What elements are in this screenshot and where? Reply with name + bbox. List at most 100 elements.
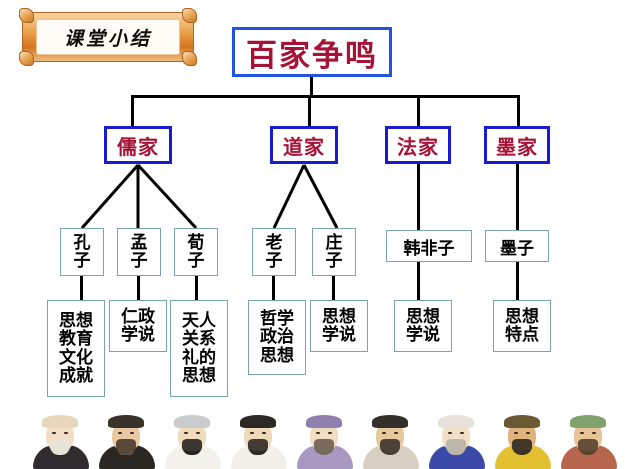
- philosopher-8-beard: [512, 439, 532, 455]
- connector-laozi-leaf: [272, 276, 275, 300]
- connector-mojia-mozi: [516, 164, 519, 230]
- philosopher-illustration-strip: [0, 413, 627, 469]
- connector-to-school-1: [131, 95, 134, 127]
- philosopher-4-figure: [228, 415, 290, 469]
- leaf-7-line-2: 特点: [505, 325, 539, 345]
- person-label-xunzi-line-1: 荀: [187, 232, 205, 253]
- connector-rujia-xunzi: [136, 163, 198, 230]
- root-node-label: 百家争鸣: [246, 37, 378, 74]
- philosopher-7-beard: [446, 439, 466, 455]
- person-node-xunzi: 荀 子: [174, 228, 218, 276]
- leaf-6-line-1: 思想: [406, 306, 440, 327]
- school-node-label-2: 道家: [283, 134, 325, 159]
- leaf-node-zhexue-zhengzhi-sixiang: 哲学 政治 思想: [248, 300, 306, 375]
- connector-zhuangzi-leaf: [332, 276, 335, 300]
- leaf-2-line-2: 学说: [121, 325, 155, 345]
- philosopher-2-beard: [116, 439, 136, 455]
- person-node-kongzi: 孔 子: [60, 228, 104, 276]
- connector-daojia-zhuangzi: [302, 164, 339, 229]
- leaf-node-sixiang-jiaoyu-wenhua-chengjiu: 思想 教育 文化 成就: [47, 300, 105, 397]
- philosopher-1-eye-left: [52, 432, 56, 434]
- philosopher-8-eye-left: [514, 432, 518, 434]
- banner-scroll-frame: 课堂小结: [19, 8, 197, 66]
- philosopher-9-eye-right: [592, 432, 596, 434]
- leaf-4-line-1: 哲学: [260, 309, 294, 330]
- philosopher-6-eye-right: [394, 432, 398, 434]
- connector-daojia-laozi: [272, 164, 306, 229]
- philosopher-7-headwear: [438, 415, 474, 428]
- person-label-xunzi-line-2: 子: [187, 251, 205, 271]
- philosopher-5-beard: [314, 439, 334, 455]
- school-node-mojia: 墨家: [484, 126, 550, 164]
- person-label-zhuangzi-line-1: 庄: [325, 232, 343, 253]
- leaf-node-sixiang-xueshuo-daojia: 思想 学说: [310, 300, 368, 352]
- school-node-label-4: 墨家: [496, 134, 538, 159]
- philosopher-8-headwear: [504, 415, 540, 428]
- philosopher-7-eye-right: [460, 432, 464, 434]
- school-node-rujia: 儒家: [104, 126, 172, 164]
- connector-xunzi-leaf: [195, 276, 198, 300]
- leaf-node-tianren-guanxi-lide-sixiang: 天人 关系 礼的 思想: [170, 300, 228, 397]
- philosopher-2-eye-left: [118, 432, 122, 434]
- philosopher-5-eye-right: [328, 432, 332, 434]
- connector-to-school-2: [308, 95, 311, 127]
- philosopher-4-beard: [248, 439, 268, 455]
- person-node-mozi: 墨子: [485, 230, 549, 262]
- philosopher-4-eye-left: [250, 432, 254, 434]
- connector-root-bus: [131, 95, 520, 98]
- leaf-3-line-1: 天人: [182, 311, 216, 332]
- connector-hanfeizi-leaf: [417, 262, 420, 300]
- philosopher-1-figure: [30, 415, 92, 469]
- philosopher-3-beard: [182, 439, 202, 455]
- leaf-4-line-3: 思想: [260, 345, 294, 366]
- person-node-hanfeizi: 韩非子: [386, 230, 472, 262]
- connector-mozi-leaf: [516, 262, 519, 300]
- person-label-zhuangzi-line-2: 子: [325, 251, 343, 271]
- connector-fajia-hanfeizi: [417, 164, 420, 230]
- person-label-hanfeizi: 韩非子: [403, 238, 455, 259]
- connector-mengzi-leaf: [137, 276, 140, 300]
- philosopher-4-headwear: [240, 415, 276, 428]
- connector-rujia-kongzi: [80, 164, 140, 229]
- person-label-laozi-line-2: 子: [265, 251, 283, 271]
- person-label-mengzi-line-2: 子: [130, 251, 148, 271]
- philosopher-9-headwear: [570, 415, 606, 428]
- leaf-5-line-1: 思想: [322, 306, 356, 327]
- philosopher-8-eye-right: [526, 432, 530, 434]
- leaf-node-sixiang-tedian-mojia: 思想 特点: [493, 300, 551, 352]
- leaf-7-line-1: 思想: [505, 306, 539, 327]
- philosopher-6-headwear: [372, 415, 408, 428]
- philosopher-5-headwear: [306, 415, 342, 428]
- philosopher-3-headwear: [174, 415, 210, 428]
- connector-to-school-4: [517, 95, 520, 127]
- philosopher-7-figure: [426, 415, 488, 469]
- school-node-fajia: 法家: [385, 126, 451, 164]
- leaf-1-line-2: 教育: [59, 329, 93, 350]
- philosopher-5-figure: [294, 415, 356, 469]
- leaf-1-line-3: 文化: [59, 347, 93, 368]
- school-node-label-1: 儒家: [117, 134, 159, 159]
- leaf-2-line-1: 仁政: [121, 306, 155, 327]
- philosopher-3-figure: [162, 415, 224, 469]
- philosopher-1-beard: [50, 439, 70, 455]
- lesson-summary-banner: 课堂小结: [19, 8, 197, 66]
- person-label-mengzi-line-1: 孟: [130, 232, 148, 253]
- philosopher-5-eye-left: [316, 432, 320, 434]
- person-label-mozi: 墨子: [500, 238, 534, 259]
- leaf-5-line-2: 学说: [322, 325, 356, 345]
- banner-corner-knob-bottom-right: [182, 51, 197, 66]
- philosopher-3-eye-right: [196, 432, 200, 434]
- connector-to-school-3: [417, 95, 420, 127]
- leaf-6-line-2: 学说: [406, 325, 440, 345]
- leaf-3-line-3: 礼的: [182, 347, 216, 368]
- philosopher-9-eye-left: [580, 432, 584, 434]
- philosopher-3-eye-left: [184, 432, 188, 434]
- school-node-daojia: 道家: [270, 126, 338, 164]
- person-label-kongzi-line-2: 子: [73, 251, 91, 271]
- connector-kongzi-leaf: [80, 276, 83, 300]
- person-node-mengzi: 孟 子: [117, 228, 161, 276]
- philosopher-1-headwear: [42, 415, 78, 428]
- banner-label: 课堂小结: [63, 27, 152, 50]
- leaf-4-line-2: 政治: [260, 327, 294, 348]
